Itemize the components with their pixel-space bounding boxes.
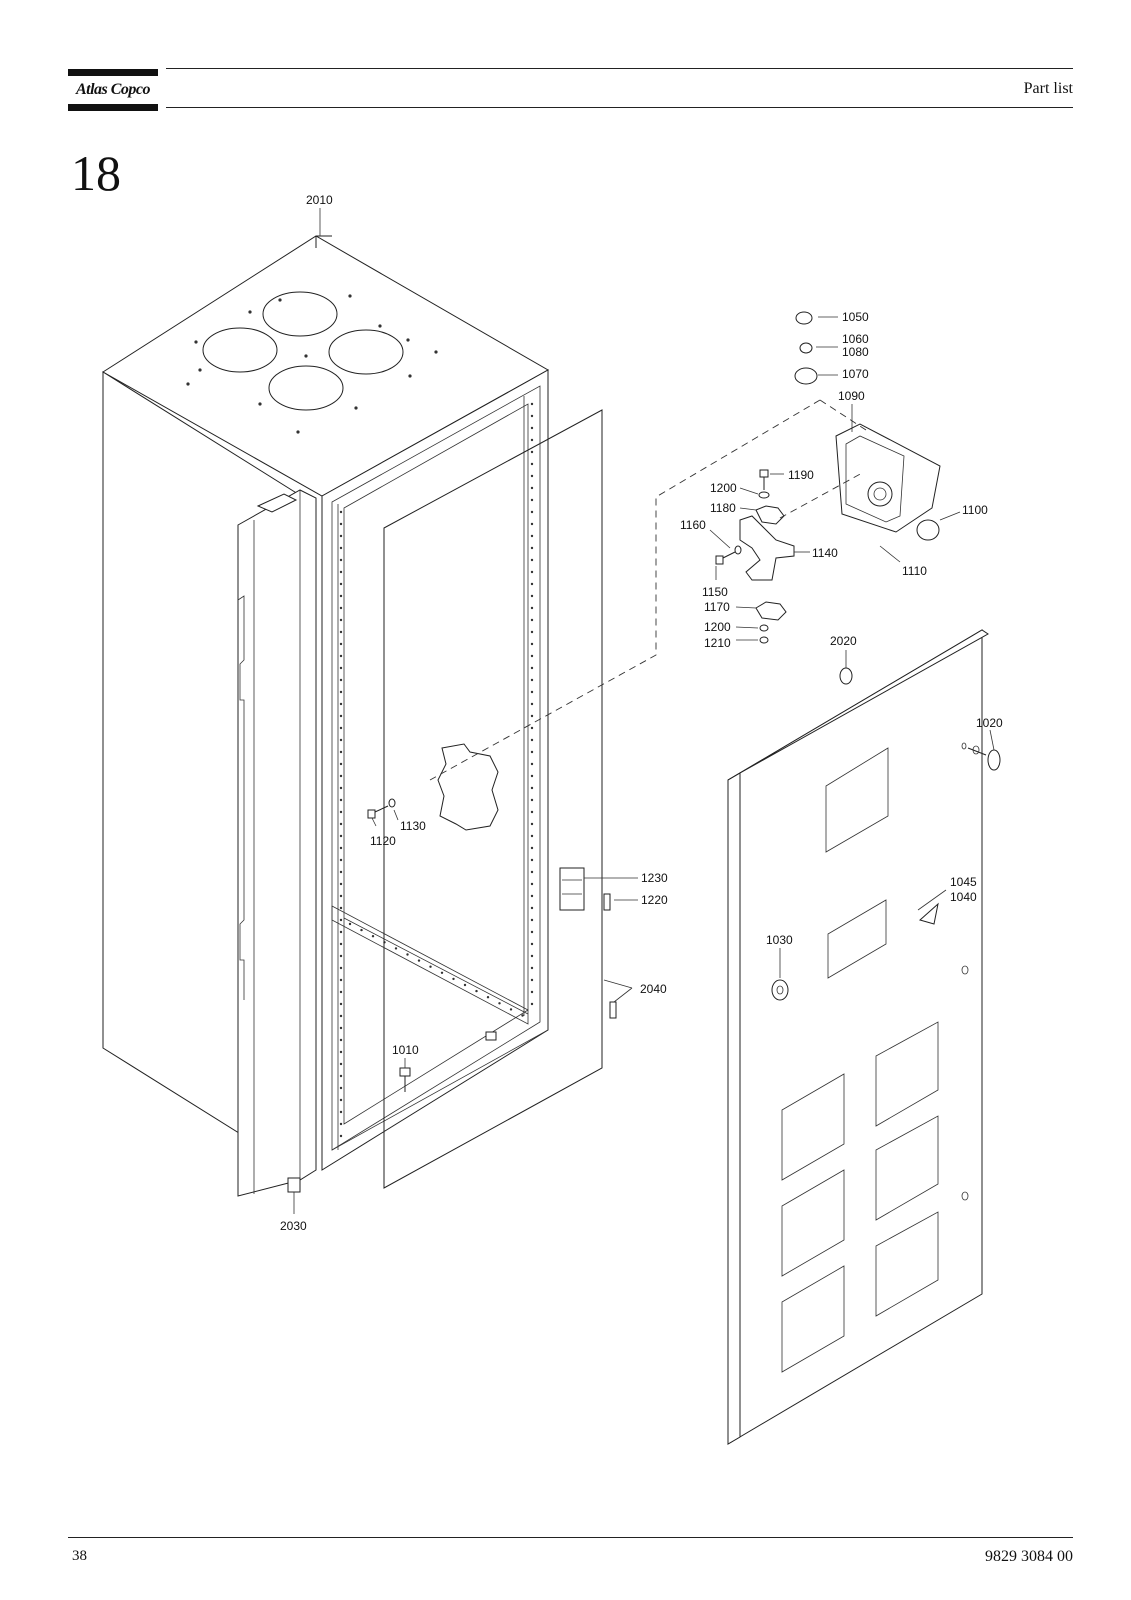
round-cover-1030: [771, 979, 789, 1001]
top-opening-3: [328, 329, 404, 375]
warning-label-1040: [918, 902, 939, 925]
cabinet-body: [102, 235, 550, 1171]
callout-1030: 1030: [766, 933, 793, 947]
callout-1070: 1070: [842, 367, 869, 381]
leader-lines: [293, 208, 995, 1214]
logo-wordmark: Atlas Copco: [75, 81, 151, 98]
callout-2040: 2040: [640, 982, 667, 996]
callout-1045: 1045: [950, 875, 977, 889]
section-number: 18: [71, 145, 121, 201]
callout-1080: 1080: [842, 345, 869, 359]
callout-1100: 1100: [962, 503, 988, 517]
callout-1020: 1020: [976, 716, 1003, 730]
callout-1230: 1230: [641, 871, 668, 885]
control-box-assembly: [429, 311, 941, 781]
top-opening-2: [202, 327, 278, 373]
plug-1100: [916, 519, 940, 541]
callout-1150: 1150: [702, 585, 728, 599]
glass-door-panel: [383, 409, 603, 1189]
callout-2010: 2010: [306, 193, 333, 207]
callout-1110: 1110: [902, 564, 927, 578]
document-number: 9829 3084 00: [985, 1548, 1073, 1565]
callout-1040: 1040: [950, 890, 977, 904]
callout-2020: 2020: [830, 634, 857, 648]
front-side-strip: [237, 489, 317, 1197]
callout-1140: 1140: [812, 546, 838, 560]
logo-bar-bottom: [68, 104, 158, 111]
front-door: [727, 629, 989, 1445]
top-opening-1: [262, 291, 338, 337]
atlas-copco-logo: Atlas Copco: [68, 69, 158, 111]
inner-plate: [437, 743, 499, 831]
callout-1090: 1090: [838, 389, 865, 403]
callout-labels: 2010 1050 1060 1080 1070 1090 1190 1200 …: [280, 193, 1003, 1233]
callout-1220: 1220: [641, 893, 668, 907]
callout-1200-upper: 1200: [710, 481, 737, 495]
callout-1170: 1170: [704, 600, 730, 614]
header-title: Part list: [1023, 80, 1073, 97]
callout-1120: 1120: [370, 834, 396, 848]
callout-1050: 1050: [842, 310, 869, 324]
header-rule-top: [166, 68, 1073, 69]
top-opening-4: [268, 365, 344, 411]
footer-rule: [68, 1537, 1073, 1538]
callout-1210: 1210: [704, 636, 731, 650]
logo-bar-top: [68, 69, 158, 76]
callout-1060: 1060: [842, 332, 869, 346]
callout-2030: 2030: [280, 1219, 307, 1233]
callout-1130: 1130: [400, 819, 426, 833]
callout-1010: 1010: [392, 1043, 419, 1057]
callout-1180: 1180: [710, 501, 736, 515]
callout-1160: 1160: [680, 518, 706, 532]
page-number: 38: [72, 1548, 87, 1564]
callout-1190: 1190: [788, 468, 814, 482]
callout-1200-lower: 1200: [704, 620, 731, 634]
header-rule-bottom: [166, 107, 1073, 108]
